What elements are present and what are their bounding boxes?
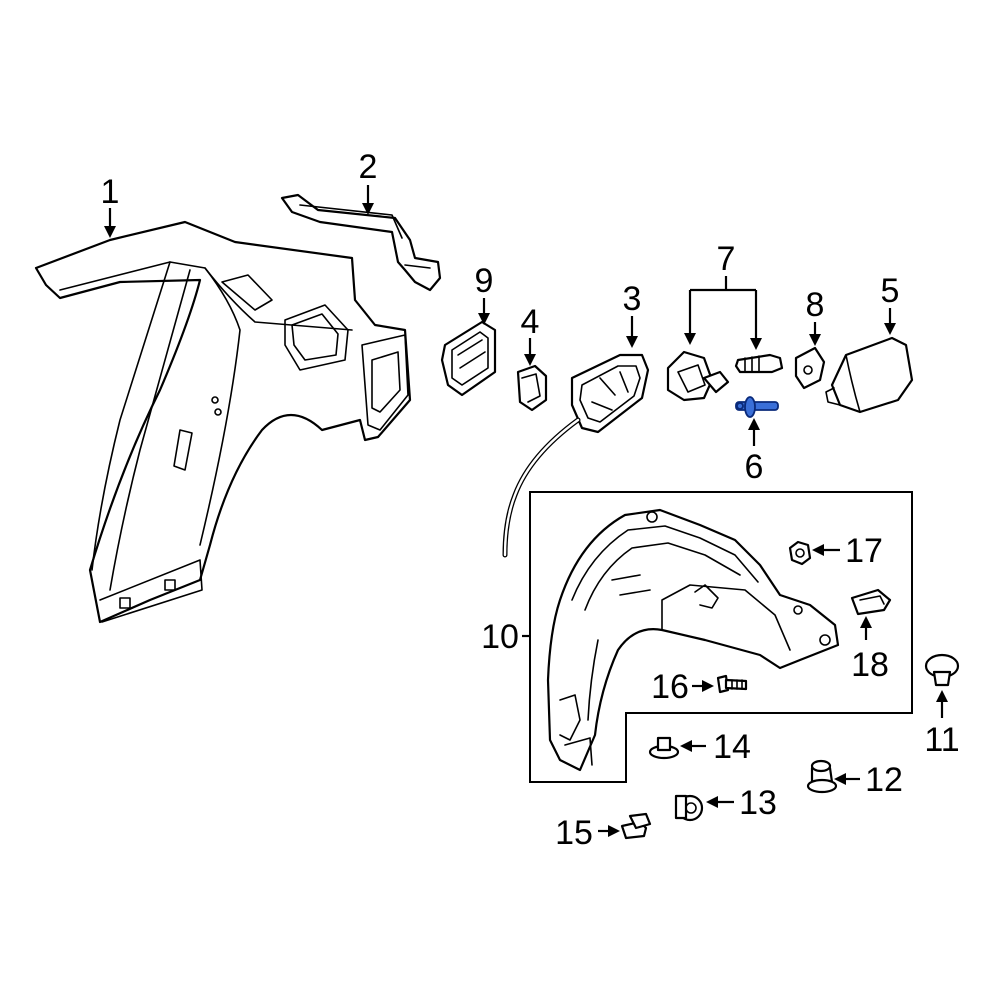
leader-9 (478, 298, 490, 325)
callout-11: 11 (924, 721, 959, 759)
leader-11 (936, 690, 948, 718)
part-15-bolt[interactable] (620, 812, 652, 840)
callout-4: 4 (521, 303, 540, 341)
leader-7 (684, 276, 762, 350)
leader-17 (812, 544, 840, 556)
callout-7: 7 (717, 240, 736, 278)
callout-15: 15 (555, 814, 593, 852)
part-4-bracket[interactable] (516, 364, 548, 412)
callout-9: 9 (475, 262, 494, 300)
part-16-bolt[interactable] (716, 674, 748, 694)
callout-8: 8 (806, 286, 825, 324)
leader-3 (626, 316, 638, 348)
part-18-clip[interactable] (850, 588, 892, 616)
callout-14: 14 (713, 728, 751, 766)
callout-5: 5 (881, 272, 900, 310)
part-10-group-box (529, 491, 913, 783)
part-5-fuel-door[interactable] (825, 336, 914, 414)
leader-13 (706, 796, 734, 808)
callout-12: 12 (865, 761, 903, 799)
part-12-clip[interactable] (806, 759, 838, 794)
callout-3: 3 (623, 280, 642, 318)
callout-16: 16 (651, 668, 689, 706)
part-6-clip[interactable] (735, 396, 779, 418)
callout-6: 6 (745, 448, 764, 486)
callout-13: 13 (739, 784, 777, 822)
part-9-fuel-housing[interactable] (440, 320, 497, 397)
leader-8 (809, 322, 821, 346)
leader-14 (680, 740, 706, 752)
part-17-nut[interactable] (788, 540, 812, 566)
part-3-filler-pocket[interactable] (502, 353, 650, 558)
leader-18 (860, 616, 872, 640)
part-2-reinforcement[interactable] (280, 193, 442, 292)
part-8-bracket[interactable] (794, 346, 826, 390)
callout-18: 18 (851, 646, 889, 684)
part-13-nut[interactable] (674, 794, 704, 822)
leader-4 (524, 338, 536, 366)
part-10-wheel-liner[interactable] (546, 508, 840, 772)
part-11-grommet[interactable] (924, 653, 960, 687)
callout-10: 10 (481, 618, 519, 656)
callout-2: 2 (359, 148, 378, 186)
callout-1: 1 (101, 173, 120, 211)
leader-16 (692, 680, 714, 692)
leader-1 (104, 208, 116, 238)
part-7-lock-assembly[interactable] (666, 350, 784, 402)
part-14-bolt[interactable] (648, 736, 680, 760)
leader-2 (362, 185, 374, 215)
part-1-quarter-panel[interactable] (34, 220, 412, 624)
leader-5 (884, 308, 896, 335)
leader-12 (834, 773, 860, 785)
leader-15 (598, 825, 620, 837)
callout-17: 17 (845, 532, 883, 570)
leader-6 (748, 418, 760, 446)
